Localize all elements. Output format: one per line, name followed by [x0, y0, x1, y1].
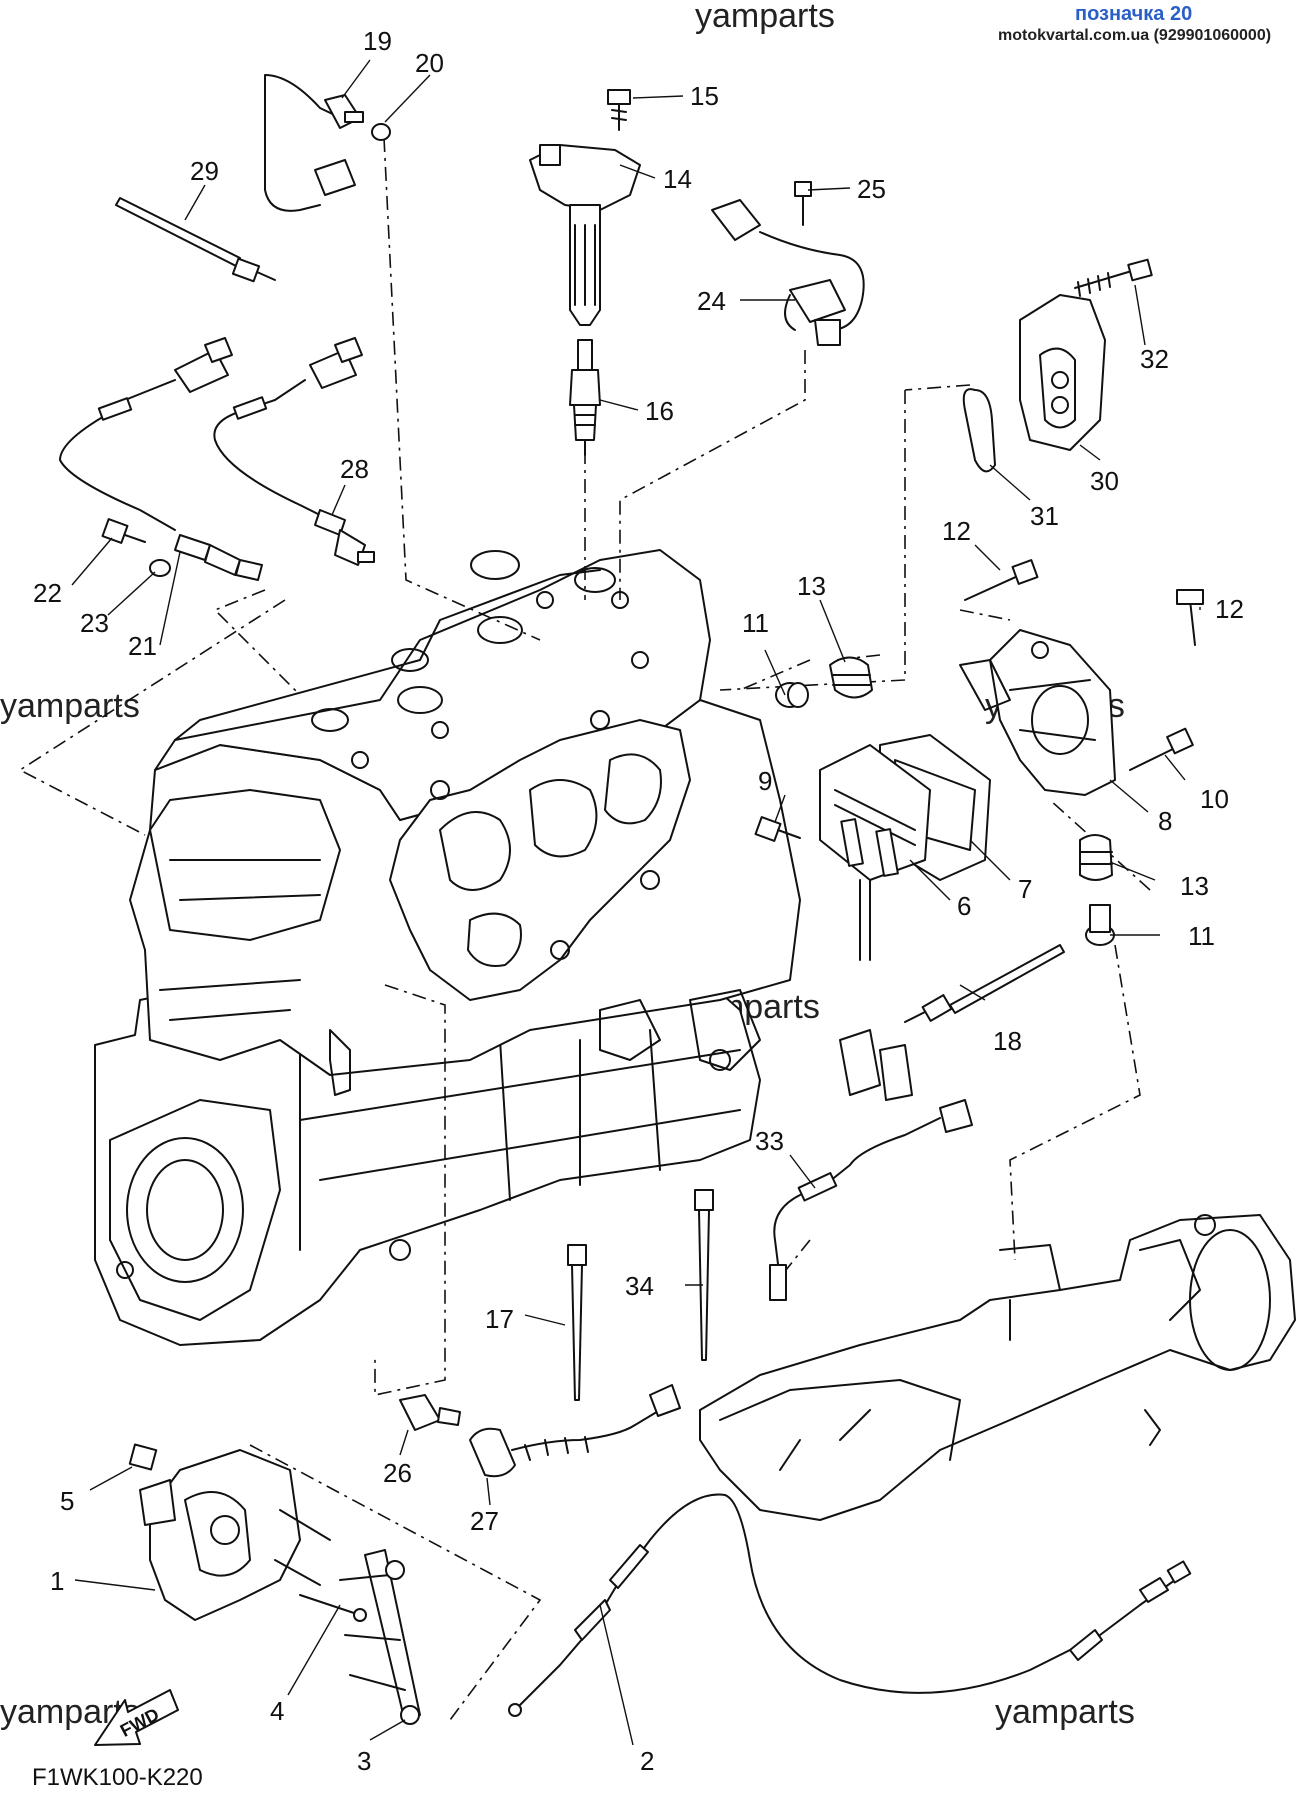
part-10-bolt [1129, 727, 1194, 771]
callout-32: 32 [1140, 344, 1169, 374]
callout-25: 25 [857, 174, 886, 204]
part-13-grommet [829, 656, 873, 699]
callout-18: 18 [993, 1026, 1022, 1056]
watermark: yamparts [995, 1693, 1135, 1731]
callout-7: 7 [1018, 874, 1032, 904]
callout-leaders [71, 59, 1201, 1746]
part-25-bolt [794, 181, 812, 226]
callout-14: 14 [663, 164, 692, 194]
callout-30: 30 [1090, 466, 1119, 496]
callout-16: 16 [645, 396, 674, 426]
part-6-control-module [819, 744, 931, 1101]
callout-2: 2 [640, 1746, 654, 1776]
callout-12b: 12 [1215, 594, 1244, 624]
callout-22: 22 [33, 578, 62, 608]
engine-block [94, 549, 801, 1346]
part-9-bolt [754, 816, 801, 842]
watermark: yamparts [0, 687, 140, 725]
part-13b-grommet [1079, 834, 1113, 881]
part-12-bolt [964, 559, 1204, 646]
part-18-cable-tie [904, 944, 1065, 1023]
part-24-sensor [711, 199, 865, 346]
callout-12: 12 [942, 516, 971, 546]
part-27-knock-sensor [469, 1384, 681, 1478]
part-15-bolt [607, 89, 631, 131]
callout-19: 19 [363, 26, 392, 56]
watermark: yamparts [695, 0, 835, 35]
header-title: позначка 20 [1075, 3, 1193, 25]
part-19-sensor [263, 74, 364, 212]
callout-20: 20 [415, 48, 444, 78]
part-32-bolt [1074, 258, 1153, 297]
callout-labels: 1 2 3 4 5 6 7 8 9 10 11 11 12 12 13 13 1… [33, 26, 1244, 1776]
callout-27: 27 [470, 1506, 499, 1536]
callout-31: 31 [1030, 501, 1059, 531]
callout-6: 6 [957, 891, 971, 921]
callout-5: 5 [60, 1486, 74, 1516]
callout-33: 33 [755, 1126, 784, 1156]
callout-11: 11 [742, 608, 769, 638]
callout-11b: 11 [1188, 921, 1215, 951]
part-3-bracket [339, 1549, 421, 1725]
part-20-washer [371, 123, 391, 141]
callout-10: 10 [1200, 784, 1229, 814]
callout-24: 24 [697, 286, 726, 316]
sensor-leads-left [59, 337, 363, 531]
part-26-sensor [399, 1394, 461, 1431]
callout-34: 34 [625, 1271, 654, 1301]
part-4-pin [299, 1594, 367, 1622]
callout-28: 28 [340, 454, 369, 484]
part-34-cable-tie [694, 1189, 714, 1361]
part-17-cable-tie [567, 1244, 587, 1401]
callout-13b: 13 [1180, 871, 1209, 901]
part-7a-gasket [959, 659, 1011, 711]
callout-21: 21 [128, 631, 157, 661]
part-11b-grommet [1085, 904, 1115, 946]
part-22-bolt [101, 518, 146, 544]
callout-23: 23 [80, 608, 109, 638]
part-14-ignition-coil [529, 144, 641, 326]
part-1-throttle-assembly [139, 1449, 331, 1621]
diagram-code: F1WK100-K220 [32, 1764, 203, 1791]
part-28-sensor [314, 509, 375, 566]
callout-29: 29 [190, 156, 219, 186]
callout-9: 9 [758, 766, 772, 796]
callout-15: 15 [690, 81, 719, 111]
callout-3: 3 [357, 1746, 371, 1776]
callout-4: 4 [270, 1696, 284, 1726]
callout-1: 1 [50, 1566, 64, 1596]
part-16-spark-plug [569, 339, 601, 456]
callout-8: 8 [1158, 806, 1172, 836]
part-8-throttle-body [989, 629, 1116, 796]
header-subtitle: motokvartal.com.ua (929901060000) [998, 27, 1272, 44]
part-21-sensor [174, 534, 263, 581]
callout-13: 13 [797, 571, 826, 601]
exhaust-pipe [699, 1214, 1296, 1521]
part-2-throttle-cable [508, 1493, 1192, 1717]
part-5-bolt [128, 1443, 158, 1471]
callout-17: 17 [485, 1304, 514, 1334]
callout-26: 26 [383, 1458, 412, 1488]
part-31-gasket [962, 388, 996, 473]
part-30-cover [1019, 294, 1106, 451]
part-29-cable-tie [115, 197, 276, 283]
part-33-sensor [769, 1099, 973, 1301]
